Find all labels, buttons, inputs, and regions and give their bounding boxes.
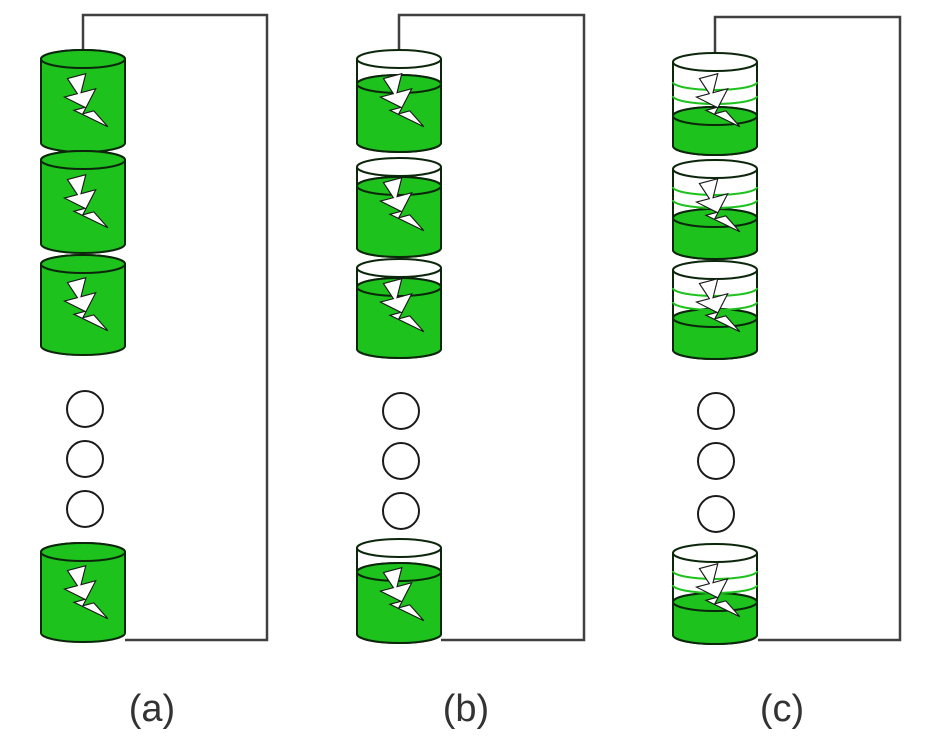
battery-cell [672, 260, 758, 360]
panel-c [672, 15, 902, 645]
battery-cell [40, 150, 126, 254]
battery-cell [40, 542, 126, 643]
circuit-wire [713, 15, 902, 642]
battery-cell [672, 543, 758, 645]
ellipsis-circle-icon [697, 495, 735, 533]
panel-c-label: (c) [760, 688, 804, 730]
battery-cell [40, 49, 126, 153]
panel-b [356, 13, 586, 644]
panel-b-label: (b) [443, 688, 489, 730]
panel-a [40, 13, 269, 643]
ellipsis-circle-icon [697, 392, 735, 430]
ellipsis-circle-icon [697, 442, 735, 480]
battery-cell [356, 538, 442, 644]
battery-cell [356, 157, 442, 258]
battery-cell [356, 258, 442, 359]
ellipsis-circle-icon [66, 440, 104, 478]
ellipsis-circle-icon [66, 390, 104, 428]
panel-a-label: (a) [129, 688, 175, 730]
ellipsis-circle-icon [382, 492, 420, 530]
battery-cell [356, 49, 442, 153]
battery-cell [672, 159, 758, 260]
ellipsis-circle-icon [66, 490, 104, 528]
battery-cell [672, 52, 758, 156]
ellipsis-circle-icon [382, 392, 420, 430]
ellipsis-circle-icon [382, 442, 420, 480]
circuit-wire [81, 13, 269, 642]
battery-cell [40, 254, 126, 356]
circuit-wire [397, 13, 586, 642]
